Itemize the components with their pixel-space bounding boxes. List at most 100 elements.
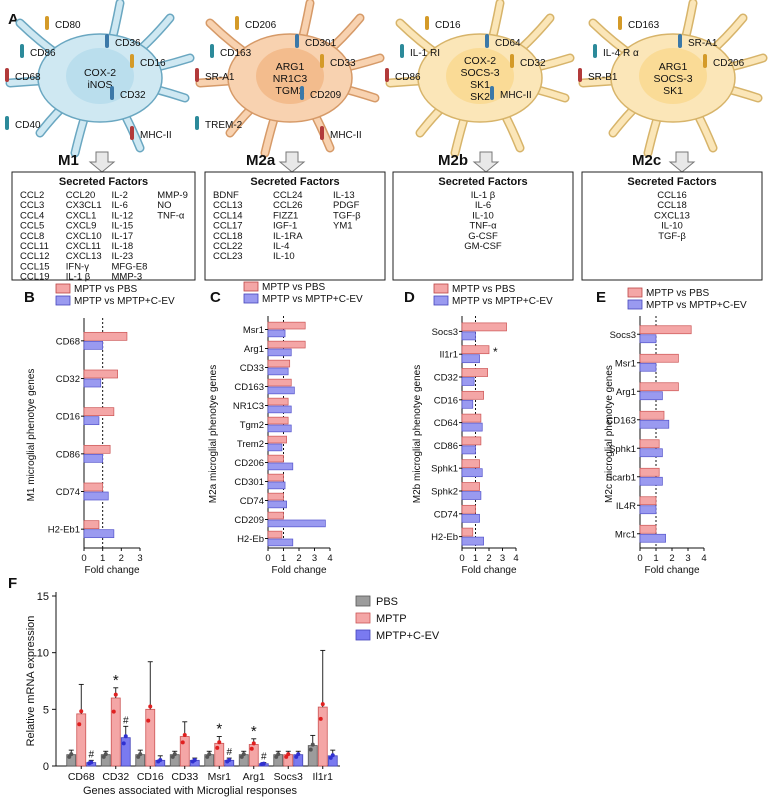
receptor-label-sr-a1: SR-A1 <box>205 72 235 83</box>
chart-C-legend-label-s1: MPTP vs PBS <box>262 282 325 293</box>
receptor-label-cd209: CD209 <box>310 90 342 101</box>
panel-letter-F: F <box>8 575 17 592</box>
receptor-icon <box>593 44 597 58</box>
data-point <box>215 745 220 750</box>
bar-C-s2-CD74 <box>267 500 287 509</box>
secreted-item: CCL3 <box>20 200 44 211</box>
data-point <box>217 740 222 745</box>
y-tick-label-CD68: CD68 <box>56 336 80 347</box>
bar-E-s2-CD163 <box>639 419 670 429</box>
y-tick-label-CD74: CD74 <box>240 496 264 507</box>
bar-D-s1-CD64 <box>461 413 482 423</box>
cell-title-M2a: M2a <box>246 152 276 169</box>
chart-B-legend-swatch-s1 <box>55 283 71 294</box>
chart-C: Msr1Arg1CD33CD163NR1C3Tgm2Trem2CD206CD30… <box>208 316 333 576</box>
secreted-item: MMP-3 <box>112 272 143 283</box>
data-point <box>249 746 254 751</box>
receptor-icon <box>5 116 9 130</box>
receptor-label-sr-b1: SR-B1 <box>588 72 618 83</box>
bar-C-s2-Msr1 <box>267 329 286 338</box>
data-point <box>146 718 151 723</box>
secreted-item: TGF-β <box>333 210 361 221</box>
cell-nucleus <box>446 48 514 104</box>
bar-D-s2-Il1r1 <box>461 354 480 364</box>
bar-D-s2-Sphk2 <box>461 491 482 500</box>
secreted-item: CCL22 <box>213 241 243 252</box>
y-tick-label-NR1C3: NR1C3 <box>233 401 264 412</box>
bar-B-s2-CD32 <box>83 378 102 388</box>
bar-E-s1-Scarb1 <box>639 467 660 477</box>
chart-E-legend-swatch-s2 <box>627 299 643 310</box>
bar-F-mptp-Il1r1 <box>317 706 328 767</box>
receptor-icon <box>510 54 514 68</box>
bar-F-mptp-CD68 <box>76 713 87 767</box>
receptor-icon <box>425 16 429 30</box>
x-tick-label-Socs3: Socs3 <box>274 771 303 783</box>
secreted-item: CXCL10 <box>66 231 102 242</box>
bar-C-s2-Trem2 <box>267 443 283 452</box>
bar-D-s2-CD64 <box>461 422 483 432</box>
receptor-label-trem-2: TREM-2 <box>205 120 243 131</box>
secreted-item: CCL18 <box>213 231 243 242</box>
x-tick-label: 3 <box>500 553 505 564</box>
bar-D-s1-CD74 <box>461 504 476 514</box>
secreted-item: IL-12 <box>112 210 134 221</box>
chart-C-legend-swatch-s2 <box>243 293 259 304</box>
x-tick-label: 2 <box>119 553 124 564</box>
secreted-item: IFN-γ <box>66 261 89 272</box>
chart-E-legend-label-s1: MPTP vs PBS <box>646 288 709 299</box>
down-arrow-icon <box>668 151 696 173</box>
significance-marker: # <box>261 752 267 763</box>
data-point <box>286 752 291 757</box>
receptor-label-cd163: CD163 <box>220 48 252 59</box>
bar-C-s1-Msr1 <box>267 321 306 330</box>
data-point <box>77 722 82 727</box>
receptor-label-mhc-ii: MHC-II <box>500 90 532 101</box>
bar-C-s2-CD206 <box>267 462 294 471</box>
y-tick-label-CD33: CD33 <box>240 363 264 374</box>
x-tick-label: 4 <box>701 553 706 564</box>
y-tick-label-CD74: CD74 <box>56 487 80 498</box>
secreted-item: CXCL13 <box>66 251 102 262</box>
legend-label-F-0: PBS <box>376 596 398 608</box>
receptor-label-cd64: CD64 <box>495 38 521 49</box>
chart-E-legend-label-s2: MPTP vs MPTP+C-EV <box>646 300 747 311</box>
bar-E-s1-IL4R <box>639 496 657 506</box>
secreted-item: IL-1RA <box>273 231 303 242</box>
x-tick-label-CD16: CD16 <box>137 771 164 783</box>
receptor-icon <box>400 44 404 58</box>
y-tick-label: 15 <box>37 591 49 603</box>
down-arrow-icon <box>472 151 500 173</box>
x-tick-label-Il1r1: Il1r1 <box>313 771 334 783</box>
x-tick-label: 3 <box>685 553 690 564</box>
secreted-item: IL-6 <box>475 200 491 211</box>
secreted-item: IL-10 <box>661 221 683 232</box>
secreted-item: G-CSF <box>468 231 498 242</box>
data-point <box>308 747 313 752</box>
x-axis-label-C: Fold change <box>271 565 326 576</box>
bar-B-s2-H2-Eb1 <box>83 529 115 539</box>
x-tick-label: 0 <box>459 553 464 564</box>
nucleus-label: SOCS-3 <box>460 67 499 79</box>
y-axis-label-C: M2a microglial phenotye genes <box>208 365 219 503</box>
secreted-item: IL-17 <box>112 231 134 242</box>
receptor-label-cd86: CD86 <box>395 72 421 83</box>
data-point <box>239 754 244 759</box>
secreted-item: IL-6 <box>112 200 128 211</box>
x-tick-label: 1 <box>281 553 286 564</box>
receptor-icon <box>210 44 214 58</box>
receptor-icon <box>195 116 199 130</box>
secreted-item: MMP-9 <box>157 190 188 201</box>
secreted-factors-M1: Secreted FactorsCCL2CCL3CCL4CCL5CCL8CCL1… <box>11 171 196 283</box>
bar-E-s1-CD163 <box>639 410 665 420</box>
data-point <box>207 752 212 757</box>
legend-label-F-1: MPTP <box>376 613 407 625</box>
bar-B-s2-CD86 <box>83 453 104 463</box>
data-point <box>121 741 126 746</box>
secreted-item: CCL17 <box>213 221 243 232</box>
bar-C-s1-CD206 <box>267 454 284 463</box>
receptor-label-cd68: CD68 <box>15 72 41 83</box>
y-tick-label: 5 <box>43 704 49 716</box>
bar-E-s2-Sphk1 <box>639 448 663 458</box>
